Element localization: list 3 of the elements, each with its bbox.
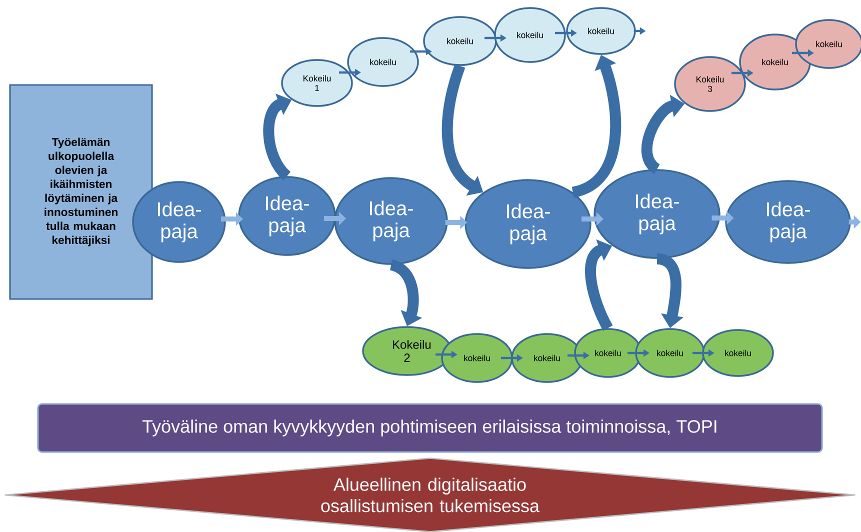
text-box: Työelämän ulkopuolella olevien ja ikäihmisten löytäminen ja innostuminen tulla mukaan kehittäjiksi <box>9 84 153 300</box>
arrow <box>585 239 613 331</box>
banner-bar: Työväline oman kyvykkyyden pohtimiseen erilaisissa toiminnoissa, TOPI <box>37 403 823 453</box>
